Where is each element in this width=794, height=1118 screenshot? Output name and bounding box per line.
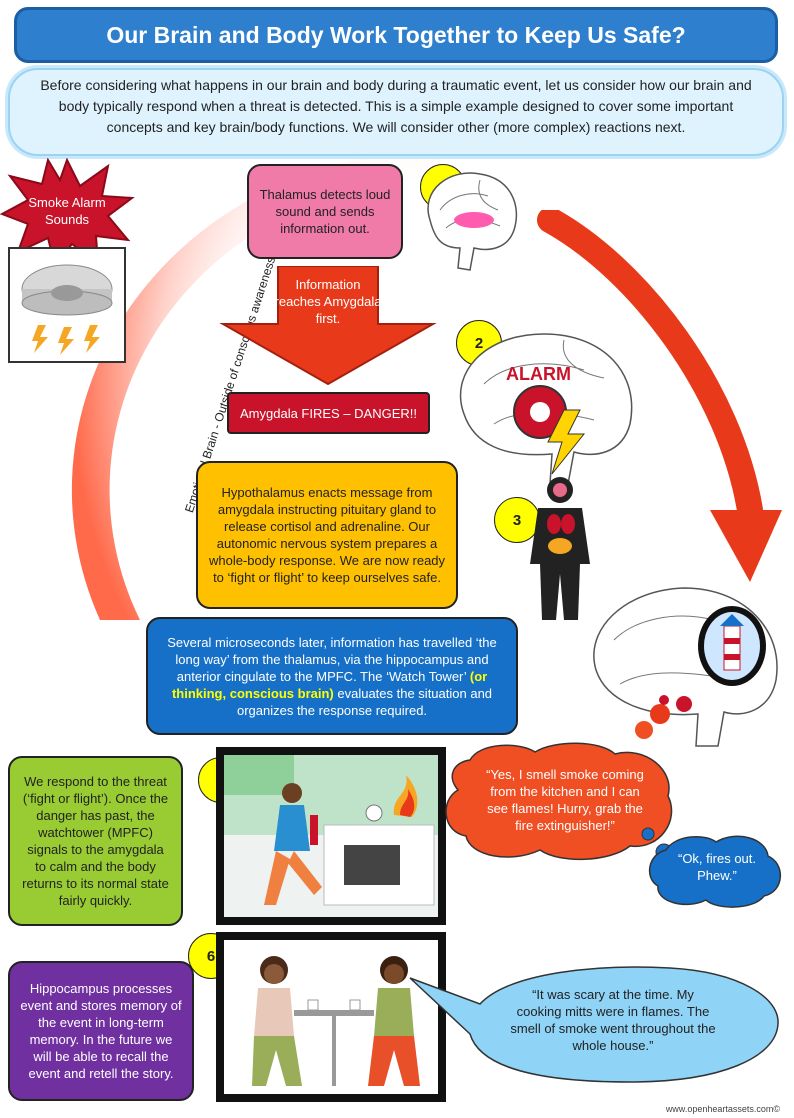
alarm-word: ALARM [506,364,571,384]
footer-credit: www.openheartassets.com© [665,1104,780,1114]
quote-smoke: “Yes, I smell smoke coming from the kitc… [486,767,644,833]
quote-fires-out: “Ok, fires out. Phew.” [677,851,757,883]
brain-thalamus-icon [427,172,518,271]
mpfc-text-2: evaluates the situation and organizes th… [236,685,493,718]
respond-box: We respond to the threat (‘fight or flig… [8,756,183,926]
smoke-alarm-icon [8,247,126,363]
intro-text: Before considering what happens in our b… [8,68,784,156]
mpfc-box: Several microseconds later, information … [146,617,518,735]
emotional-brain-arc [71,150,441,620]
speech-bubble-blue [648,835,782,908]
two-women-talking-scene [216,932,446,1102]
mpfc-text-1: Several microseconds later, information … [167,634,497,684]
down-arrow [219,266,437,386]
body-organs-icon [530,477,590,620]
page-title: Our Brain and Body Work Together to Keep… [14,7,778,63]
speech-bubble-light [409,966,779,1083]
hippocampus-box: Hippocampus processes event and stores m… [8,961,194,1101]
speech-bubble-red [445,742,673,861]
quote-story: “It was scary at the time. My cooking mi… [510,987,716,1053]
amygdala-box: Amygdala FIRES – DANGER!! [227,392,430,434]
arrow-text: Information reaches Amygdala first. [274,277,382,326]
kitchen-fire-scene [216,747,446,925]
thalamus-box: Thalamus detects loud sound and sends in… [247,164,403,259]
hypothalamus-box: Hypothalamus enacts message from amygdal… [196,461,458,609]
smoke-alarm-label: Smoke Alarm Sounds [28,195,106,227]
brain-lighthouse-icon [593,587,778,747]
curved-arrow [537,210,782,582]
brain-alarm-icon: ALARM [459,333,633,485]
mpfc-highlight: (or thinking, conscious brain) [171,668,488,701]
